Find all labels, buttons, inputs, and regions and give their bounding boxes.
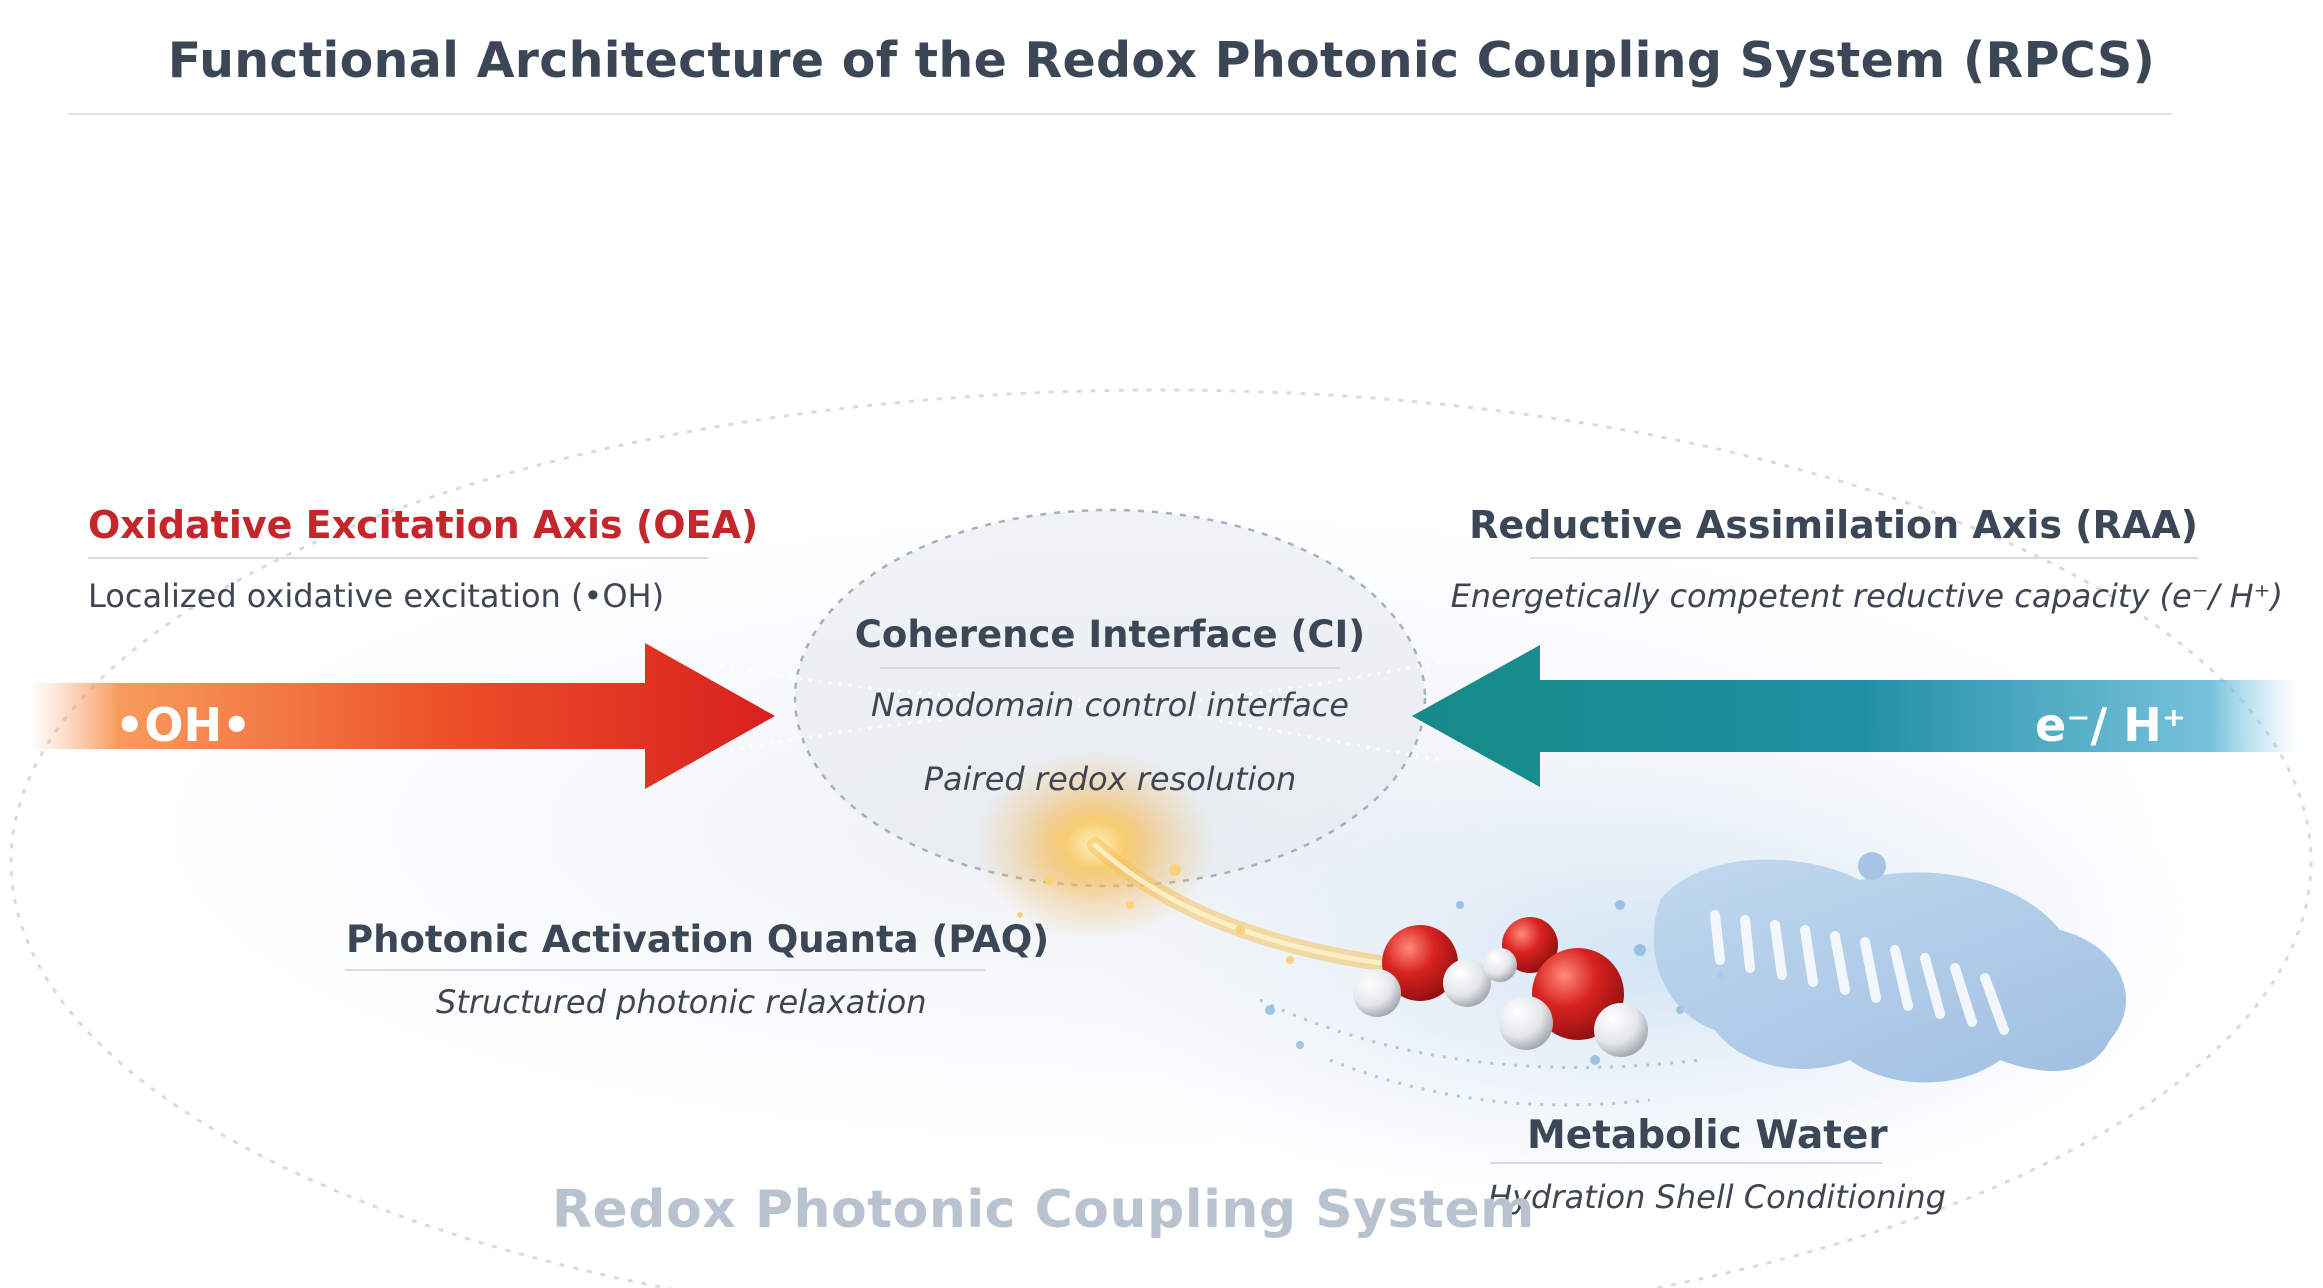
water-molecule-icon — [1353, 917, 1648, 1057]
coherence-interface-zone — [793, 508, 1427, 888]
left-arrow-icon — [1412, 645, 2300, 787]
oea-heading: Oxidative Excitation Axis (OEA) — [88, 503, 759, 547]
ci-line-1: Nanodomain control interface — [871, 686, 1349, 724]
photon-sparks — [1017, 864, 1294, 964]
paq-description: Structured photonic relaxation — [436, 983, 927, 1021]
page-title: Functional Architecture of the Redox Pho… — [167, 32, 2156, 89]
raa-heading: Reductive Assimilation Axis (RAA) — [1469, 503, 2198, 547]
right-arrow-icon — [30, 643, 775, 789]
system-boundary — [9, 388, 2313, 1288]
raa-description: Energetically competent reductive capaci… — [1450, 577, 2283, 615]
energy-streaks — [719, 658, 1451, 762]
ci-line-2: Paired redox resolution — [923, 760, 1297, 798]
oea-arrow-label: •OH• — [115, 698, 252, 752]
blue-haze — [1090, 700, 2210, 1220]
oea-description: Localized oxidative excitation (•OH) — [88, 577, 665, 615]
metabolic-water-heading: Metabolic Water — [1527, 1113, 1888, 1158]
ci-heading: Coherence Interface (CI) — [854, 613, 1366, 656]
membrane-droplet — [1858, 852, 1886, 880]
heading-underlines — [88, 557, 2198, 1164]
photon-stream-core — [1092, 842, 1398, 968]
membrane-bilayer — [1710, 910, 2009, 1035]
metabolic-water-description: Hydration Shell Conditioning — [1488, 1178, 1946, 1216]
system-label: Redox Photonic Coupling System — [552, 1180, 1535, 1240]
paq-heading: Photonic Activation Quanta (PAQ) — [346, 918, 1050, 961]
raa-arrow-label: e⁻/ H⁺ — [2035, 698, 2187, 752]
